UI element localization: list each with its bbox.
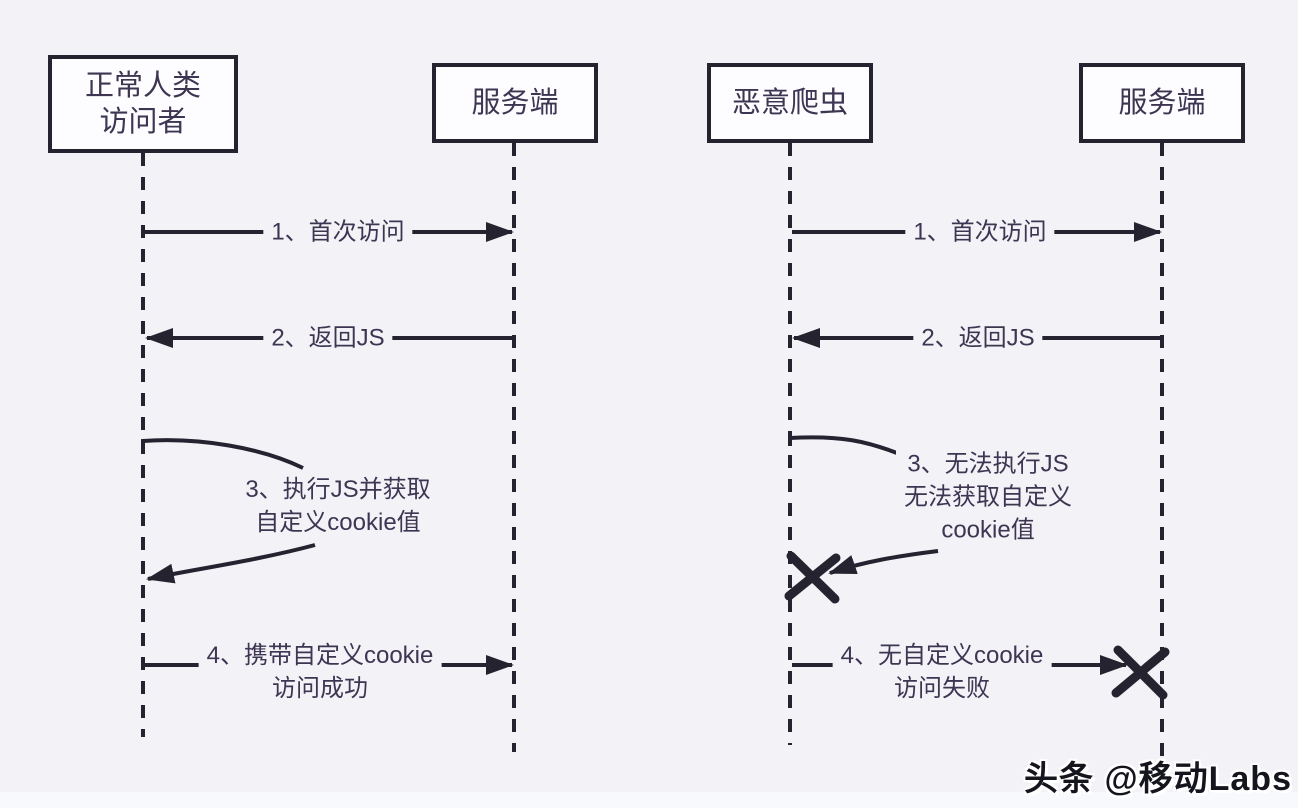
x-mark-step4-server [1111,645,1170,700]
message-label-left-step1: 1、首次访问 [263,215,413,249]
message-label-right-step1: 1、首次访问 [905,215,1055,249]
message-label-right-step2: 2、返回JS [913,321,1043,355]
message-label-left-step4: 4、携带自定义cookie 访问成功 [198,639,442,705]
bottom-band [0,792,1298,808]
self-loop-bottom-left [146,543,316,584]
self-loop-top-left [141,438,304,470]
actor-box-crawler: 恶意爬虫 [707,63,873,143]
message-label-right-step3: 3、无法执行JS 无法获取自定义 cookie值 [896,447,1080,547]
message-label-left-step2: 2、返回JS [263,321,393,355]
watermark-toutiao-mobile-labs: 头条 @移动Labs [1024,760,1292,798]
actor-box-server-right: 服务端 [1079,63,1245,143]
self-loop-top-right [788,435,898,455]
actor-box-server-left: 服务端 [432,63,598,143]
message-label-left-step3: 3、执行JS并获取 自定义cookie值 [237,473,439,539]
self-loop-bottom-right [828,549,939,575]
message-label-right-step4: 4、无自定义cookie 访问失败 [832,639,1052,705]
x-mark-step3-crawler [784,551,841,604]
actor-box-human-visitor: 正常人类 访问者 [48,55,238,153]
